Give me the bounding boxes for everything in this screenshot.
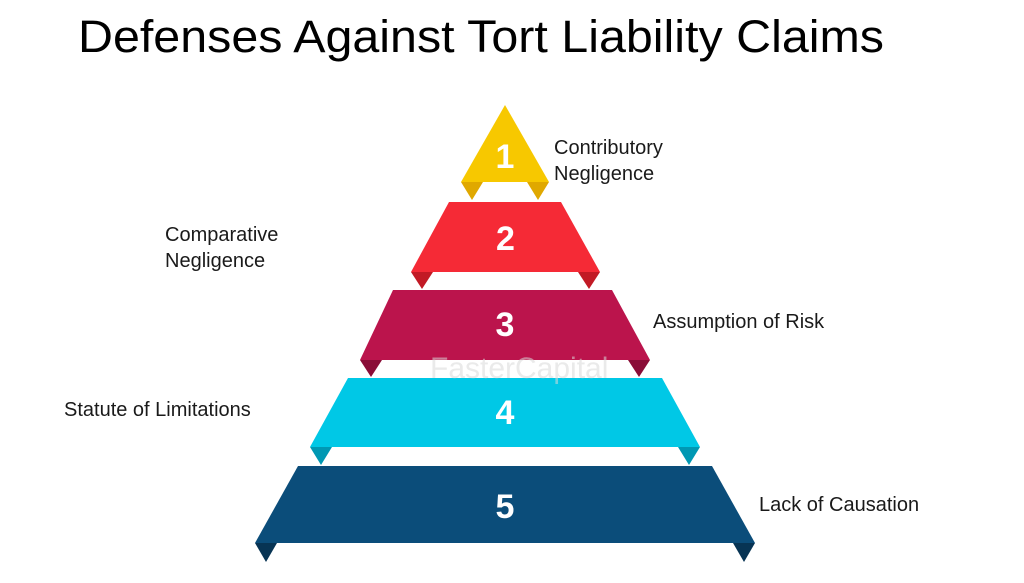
tier-band xyxy=(411,202,600,272)
tier-fold-right xyxy=(733,543,755,562)
tier-label-line: Lack of Causation xyxy=(759,494,919,516)
pyramid-tier-4: 4 xyxy=(310,378,700,465)
tier-fold-left xyxy=(255,543,277,562)
pyramid-tier-5: 5 xyxy=(255,466,755,562)
tier-fold-right xyxy=(678,447,700,465)
tier-label: Statute of Limitations xyxy=(64,399,251,421)
tier-fold-left xyxy=(411,272,433,289)
tier-number: 1 xyxy=(496,138,515,176)
tier-band xyxy=(360,290,650,360)
pyramid-tier-3: 3 xyxy=(360,290,650,377)
tier-fold-right xyxy=(527,182,549,200)
tier-band xyxy=(255,466,755,543)
tier-label-line: Negligence xyxy=(554,163,654,185)
tier-fold-right xyxy=(578,272,600,289)
pyramid-tier-1: 1 xyxy=(461,105,549,200)
tier-number: 5 xyxy=(496,488,515,526)
tier-fold-left xyxy=(360,360,382,377)
tier-fold-left xyxy=(461,182,483,200)
tier-band xyxy=(310,378,700,447)
tier-number: 2 xyxy=(496,220,515,258)
tier-label: Assumption of Risk xyxy=(653,311,825,333)
tier-label-line: Negligence xyxy=(165,250,265,272)
tier-band xyxy=(461,105,549,182)
diagram-title: Defenses Against Tort Liability Claims xyxy=(78,11,884,62)
tier-number: 4 xyxy=(496,394,515,432)
tier-number: 3 xyxy=(496,306,515,344)
tier-fold-left xyxy=(310,447,332,465)
tier-fold-right xyxy=(628,360,650,377)
tier-label-line: Assumption of Risk xyxy=(653,311,825,333)
tier-label-line: Contributory xyxy=(554,137,663,159)
tier-label: Lack of Causation xyxy=(759,494,919,516)
tier-label-line: Comparative xyxy=(165,224,278,246)
pyramid-tier-2: 2 xyxy=(411,202,600,289)
tier-label-line: Statute of Limitations xyxy=(64,399,251,421)
watermark: FasterCapital xyxy=(430,352,608,385)
